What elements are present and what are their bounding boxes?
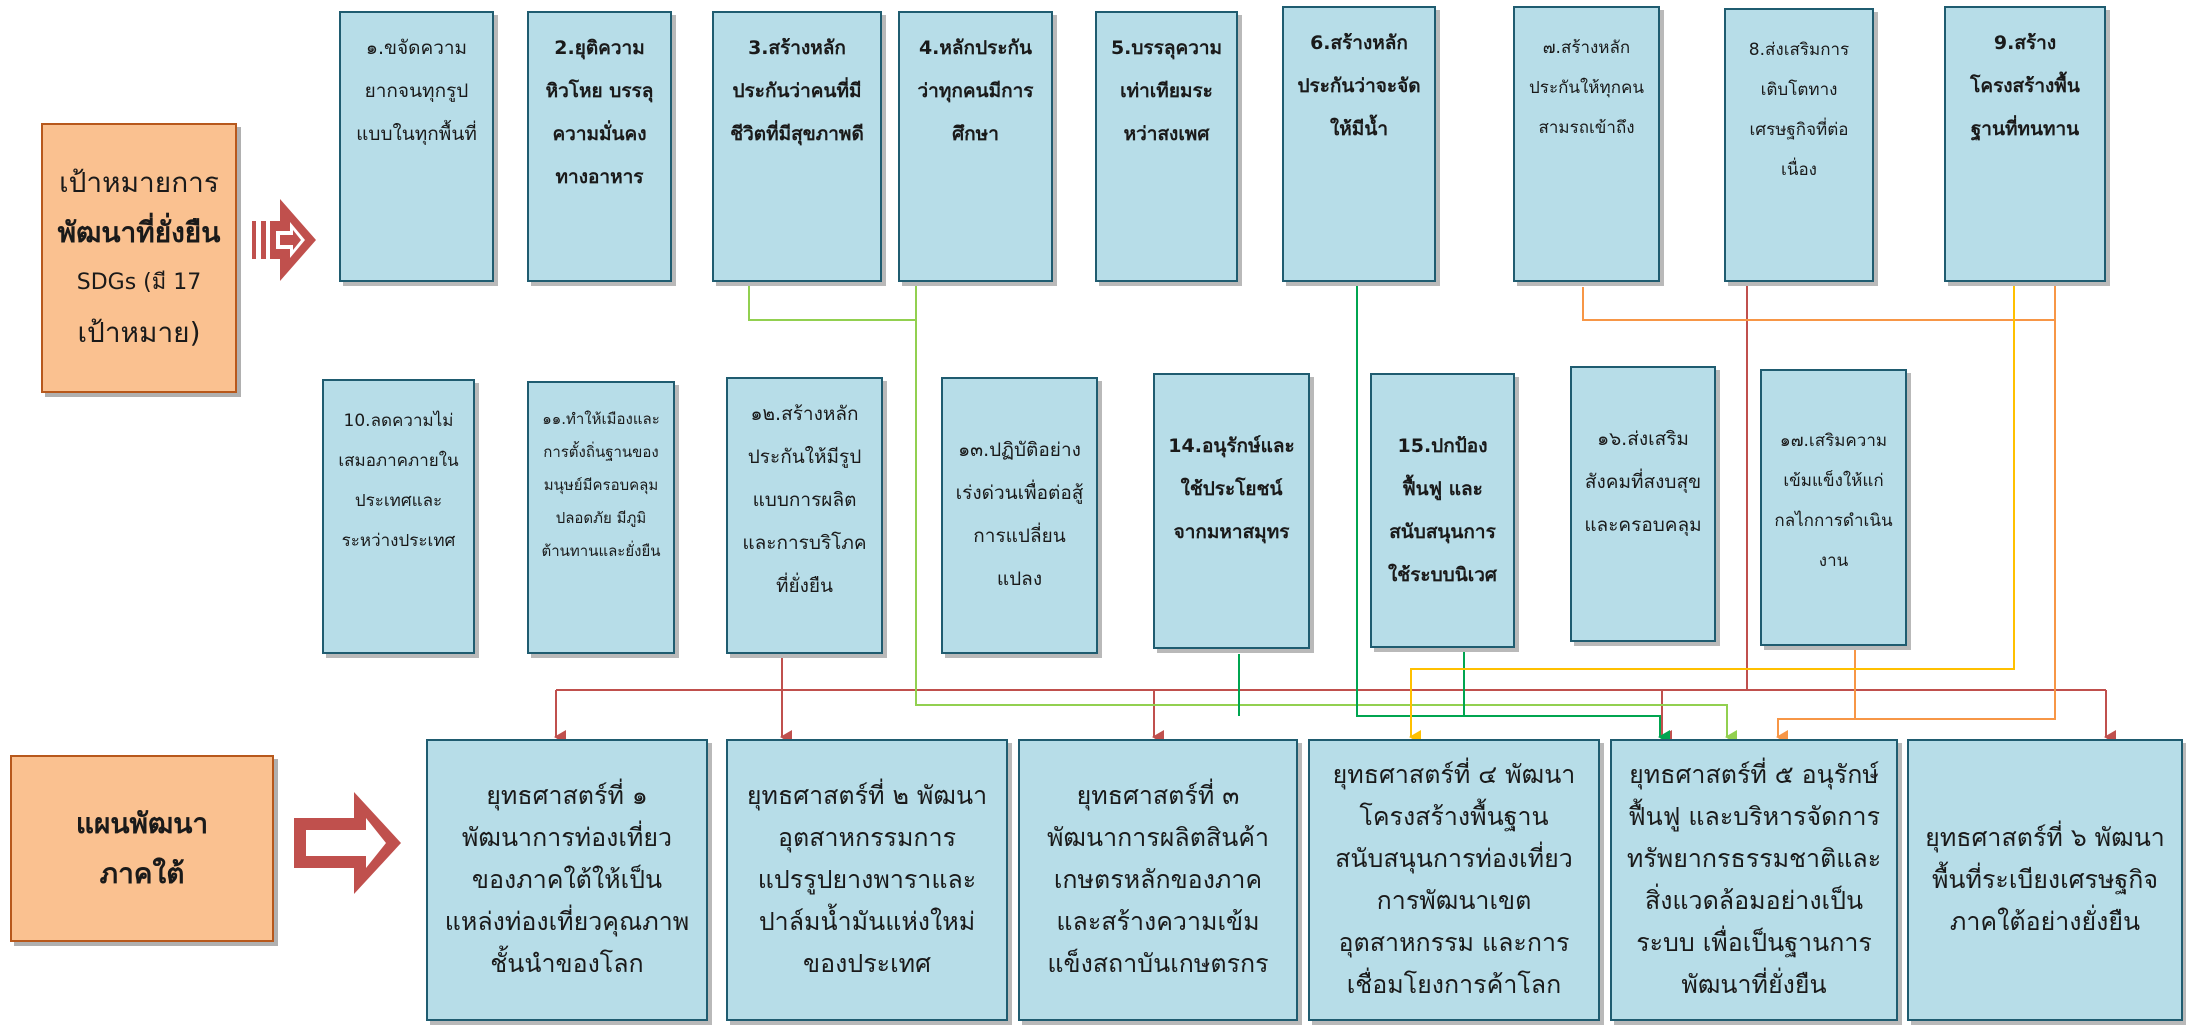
sdg-goal-6: 6.สร้างหลักประกันว่าจะจัดให้มีน้ำ: [1282, 6, 1436, 282]
strategy-5-text: ยุทธศาสตร์ที่ ๕ อนุรักษ์ ฟื้นฟู และบริหา…: [1626, 760, 1882, 999]
strategy-6-text: ยุทธศาสตร์ที่ ๖ พัฒนาพื้นที่ระเบียงเศรษฐ…: [1925, 823, 2165, 936]
striped-right-arrow-icon: [252, 199, 316, 281]
sdg-goal-3: 3.สร้างหลักประกันว่าคนที่มีชีวิตที่มีสุข…: [712, 11, 882, 282]
sdg-goal-5: 5.บรรลุความเท่าเทียมระหว่าสงเพศ: [1095, 11, 1238, 282]
sdg-goal-16: ๑๖.ส่งเสริมสังคมที่สงบสุขและครอบคลุม: [1570, 366, 1716, 642]
sdg-goal-5-text: 5.บรรลุความเท่าเทียมระหว่าสงเพศ: [1110, 37, 1223, 145]
sdg-goal-11: ๑๑.ทำให้เมืองและการตั้งถิ่นฐานของมนุษย์ม…: [527, 381, 675, 654]
sdg-goal-14: 14.อนุรักษ์และใช้ประโยชน์จากมหาสมุทร: [1153, 373, 1310, 649]
sdg-label-line-4: เป้าหมาย): [77, 316, 201, 349]
sdg-label-line-3: SDGs (มี 17: [76, 270, 202, 295]
sdg-goal-1-text: ๑.ขจัดความยากจนทุกรูปแบบในทุกพื้นที่: [356, 37, 477, 145]
sdg-label-line-2: พัฒนาที่ยั่งยืน: [57, 216, 221, 249]
strategy-4: ยุทธศาสตร์ที่ ๔ พัฒนาโครงสร้างพื้นฐานสนั…: [1308, 739, 1600, 1021]
southern-plan-label-line-1: แผนพัฒนา: [75, 806, 209, 840]
sdg-goal-9: 9.สร้างโครงสร้างพื้นฐานที่ทนทาน: [1944, 6, 2106, 282]
outlined-right-arrow-icon: [294, 792, 401, 894]
strategy-1-text: ยุทธศาสตร์ที่ ๑ พัฒนาการท่องเที่ยวของภาค…: [444, 781, 690, 978]
strategy-4-text: ยุทธศาสตร์ที่ ๔ พัฒนาโครงสร้างพื้นฐานสนั…: [1332, 760, 1576, 999]
sdg-goal-3-text: 3.สร้างหลักประกันว่าคนที่มีชีวิตที่มีสุข…: [730, 37, 864, 145]
sdg-goal-10-text: 10.ลดความไม่เสมอภาคภายในประเทศและระหว่าง…: [338, 411, 459, 551]
southern-plan-label-line-2: ภาคใต้: [99, 856, 185, 890]
sdg-goal-9-text: 9.สร้างโครงสร้างพื้นฐานที่ทนทาน: [1970, 32, 2080, 140]
sdg-label-line-1: เป้าหมายการ: [59, 166, 219, 199]
strategy-2-text: ยุทธศาสตร์ที่ ๒ พัฒนาอุตสาหกรรมการแปรรูป…: [746, 781, 988, 978]
sdg-goal-2-text: 2.ยุติความหิวโหย บรรลุความมั่นคงทางอาหาร: [545, 37, 654, 188]
sdg-goal-10: 10.ลดความไม่เสมอภาคภายในประเทศและระหว่าง…: [322, 379, 475, 654]
sdg-label: เป้าหมายการ พัฒนาที่ยั่งยืน SDGs (มี 17 …: [41, 123, 237, 393]
sdg-goal-8: 8.ส่งเสริมการเติบโตทางเศรษฐกิจที่ต่อเนื่…: [1724, 8, 1874, 282]
sdg-goal-17: ๑๗.เสริมความเข้มแข็งให้แก่กลไกการดำเนินง…: [1760, 369, 1907, 646]
strategy-1: ยุทธศาสตร์ที่ ๑ พัฒนาการท่องเที่ยวของภาค…: [426, 739, 708, 1021]
sdg-goal-12-text: ๑๒.สร้างหลักประกันให้มีรูปแบบการผลิตและก…: [742, 403, 867, 597]
sdg-goal-7: ๗.สร้างหลักประกันให้ทุกคนสามรถเข้าถึง: [1513, 6, 1660, 282]
sdg-goal-15-text: 15.ปกป้อง ฟื้นฟู และสนับสนุนการใช้ระบบนิ…: [1388, 435, 1497, 586]
sdg-goal-2: 2.ยุติความหิวโหย บรรลุความมั่นคงทางอาหาร: [527, 11, 672, 282]
southern-plan-label: แผนพัฒนา ภาคใต้: [10, 755, 274, 942]
sdg-goal-13: ๑๓.ปฏิบัติอย่างเร่งด่วนเพื่อต่อสู้การแปล…: [941, 377, 1098, 654]
strategy-3: ยุทธศาสตร์ที่ ๓ พัฒนาการผลิตสินค้าเกษตรห…: [1018, 739, 1298, 1021]
sdg-goal-14-text: 14.อนุรักษ์และใช้ประโยชน์จากมหาสมุทร: [1168, 435, 1295, 543]
sdg-goal-15: 15.ปกป้อง ฟื้นฟู และสนับสนุนการใช้ระบบนิ…: [1370, 373, 1515, 648]
sdg-goal-6-text: 6.สร้างหลักประกันว่าจะจัดให้มีน้ำ: [1297, 32, 1421, 140]
sdg-goal-4-text: 4.หลักประกันว่าทุกคนมีการศึกษา: [917, 37, 1034, 145]
strategy-6: ยุทธศาสตร์ที่ ๖ พัฒนาพื้นที่ระเบียงเศรษฐ…: [1907, 739, 2183, 1021]
sdg-goal-11-text: ๑๑.ทำให้เมืองและการตั้งถิ่นฐานของมนุษย์ม…: [541, 410, 661, 560]
sdg-goal-4: 4.หลักประกันว่าทุกคนมีการศึกษา: [898, 11, 1053, 282]
sdg-goal-7-text: ๗.สร้างหลักประกันให้ทุกคนสามรถเข้าถึง: [1529, 38, 1644, 138]
strategy-5: ยุทธศาสตร์ที่ ๕ อนุรักษ์ ฟื้นฟู และบริหา…: [1610, 739, 1898, 1021]
sdg-goal-1: ๑.ขจัดความยากจนทุกรูปแบบในทุกพื้นที่: [339, 11, 494, 282]
sdg-goal-16-text: ๑๖.ส่งเสริมสังคมที่สงบสุขและครอบคลุม: [1584, 428, 1702, 536]
sdg-goal-12: ๑๒.สร้างหลักประกันให้มีรูปแบบการผลิตและก…: [726, 377, 883, 654]
sdg-goal-17-text: ๑๗.เสริมความเข้มแข็งให้แก่กลไกการดำเนินง…: [1774, 431, 1893, 571]
sdg-goal-13-text: ๑๓.ปฏิบัติอย่างเร่งด่วนเพื่อต่อสู้การแปล…: [955, 439, 1084, 590]
strategy-3-text: ยุทธศาสตร์ที่ ๓ พัฒนาการผลิตสินค้าเกษตรห…: [1046, 781, 1270, 978]
strategy-2: ยุทธศาสตร์ที่ ๒ พัฒนาอุตสาหกรรมการแปรรูป…: [726, 739, 1008, 1021]
sdg-goal-8-text: 8.ส่งเสริมการเติบโตทางเศรษฐกิจที่ต่อเนื่…: [1748, 40, 1850, 180]
